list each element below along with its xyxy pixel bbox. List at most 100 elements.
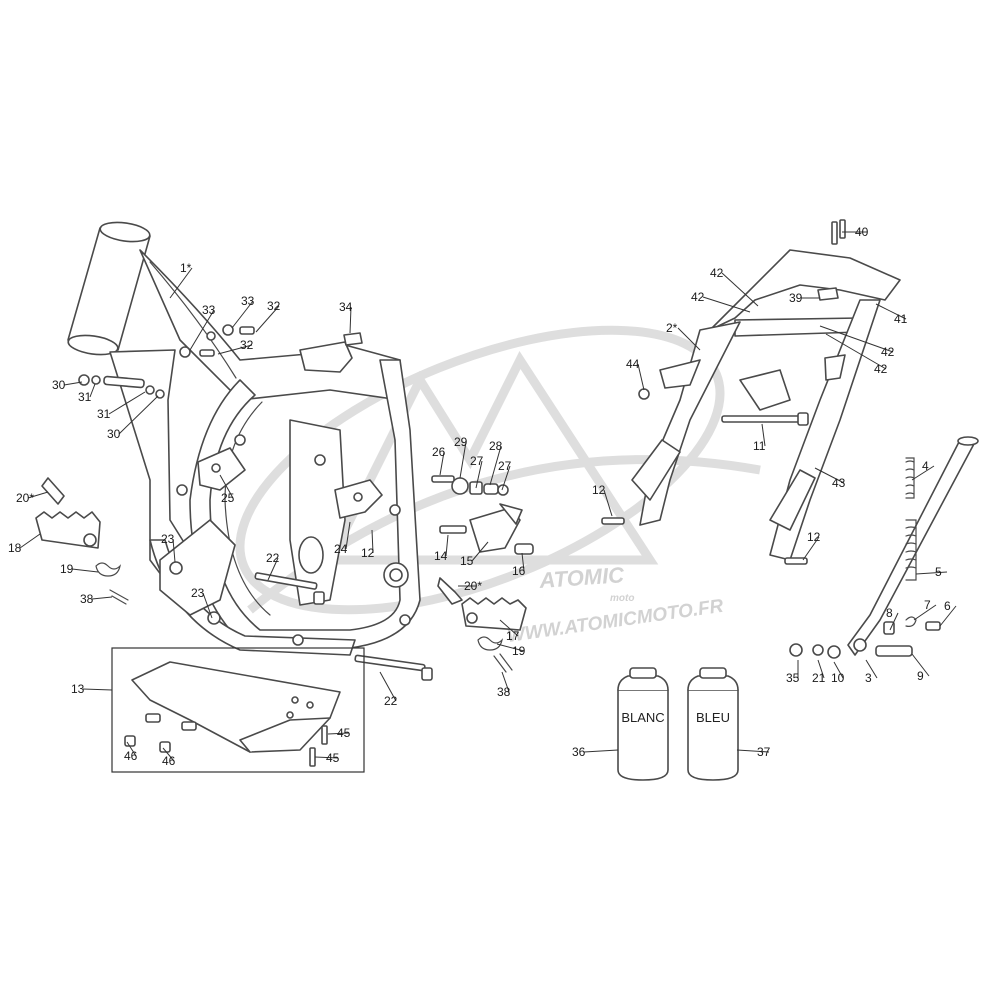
- callout-leader: [499, 619, 519, 637]
- callout-leader: [255, 305, 280, 333]
- callout-leader: [677, 327, 701, 351]
- callout-leader: [189, 309, 215, 351]
- callout-leader: [349, 306, 352, 334]
- side-stand-assembly: [789, 436, 979, 659]
- callout-leader: [345, 521, 351, 550]
- callout-leader: [82, 688, 113, 691]
- watermark-brand: ATOMIC: [538, 562, 626, 593]
- callout-leader: [889, 612, 899, 631]
- callout-leader: [833, 661, 844, 679]
- callout-leader: [172, 538, 176, 563]
- callout-leader: [314, 756, 339, 759]
- callout-number: 3: [865, 671, 872, 685]
- callout-leader: [91, 596, 113, 600]
- callout-number: 45: [326, 751, 340, 765]
- callout-leader: [875, 303, 907, 320]
- callout-number: 18: [8, 541, 22, 555]
- callout-number: 21: [812, 671, 826, 685]
- callout-number: 5: [935, 565, 942, 579]
- callout-number: 24: [334, 542, 348, 556]
- callout-number: 11: [753, 439, 766, 453]
- callout-leader: [471, 541, 489, 562]
- callout-leader: [231, 300, 254, 329]
- callout-leader: [217, 344, 253, 355]
- callout-number: 26: [432, 445, 446, 459]
- callout-number: 13: [71, 682, 85, 696]
- callout-leader: [219, 474, 234, 499]
- callout-leader: [496, 643, 525, 652]
- callout-leader: [379, 671, 397, 702]
- callout-number: 1*: [180, 261, 192, 275]
- callout-number: 41: [894, 312, 908, 326]
- paint-can-bleu-label: BLEU: [696, 710, 730, 725]
- callout-number: 8: [886, 606, 893, 620]
- callout-leader: [939, 605, 957, 627]
- callout-number: 7: [924, 598, 931, 612]
- callout-leader: [521, 552, 525, 572]
- callout-number: 2*: [666, 321, 678, 335]
- callout-leader: [913, 604, 937, 621]
- callout-number: 42: [874, 362, 888, 376]
- callout-leader: [915, 571, 948, 575]
- callout-number: 12: [592, 483, 606, 497]
- callout-number: 38: [497, 685, 511, 699]
- watermark-sub: moto: [610, 593, 634, 604]
- callout-number: 34: [339, 300, 353, 314]
- callout-number: 36: [572, 745, 586, 759]
- paint-can-bleu: BLEU: [687, 667, 739, 781]
- callout-leader: [583, 749, 619, 753]
- callout-leader: [162, 747, 175, 762]
- callout-number: 30: [52, 378, 66, 392]
- callout-number: 22: [266, 551, 280, 565]
- callout-number: 32: [267, 299, 281, 313]
- callout-number: 30: [107, 427, 121, 441]
- callout-number: 27: [498, 459, 512, 473]
- callout-number: 27: [470, 454, 484, 468]
- subframe: [601, 219, 901, 565]
- callout-leader: [108, 391, 146, 415]
- paint-can-blanc: BLANC: [617, 667, 669, 781]
- frame-hardware: [78, 324, 363, 399]
- callout-leader: [71, 568, 99, 573]
- callout-leader: [267, 557, 279, 581]
- callout-number: 43: [832, 476, 846, 490]
- callout-leader: [371, 529, 374, 554]
- callout-number: 31: [78, 390, 92, 404]
- callout-number: 42: [691, 290, 705, 304]
- callout-leader: [489, 445, 502, 486]
- callout-number: 4: [922, 459, 929, 473]
- callout-leader: [814, 467, 845, 484]
- callout-number: 15: [460, 554, 474, 568]
- callout-leader: [126, 741, 137, 757]
- long-bolts: [254, 572, 433, 681]
- callout-leader: [439, 451, 445, 476]
- right-footpeg-assembly: [461, 597, 527, 673]
- callout-number: 14: [434, 549, 448, 563]
- callout-number: 42: [881, 345, 895, 359]
- callout-leader: [603, 489, 613, 517]
- callout-leader: [27, 491, 49, 499]
- callout-leader: [169, 267, 193, 299]
- callout-number: 33: [241, 294, 255, 308]
- callout-number: 39: [789, 291, 803, 305]
- callout-number: 25: [221, 491, 235, 505]
- paint-cans: BLANC BLEU: [617, 667, 739, 781]
- callout-leader: [825, 333, 887, 370]
- callout-leader: [501, 671, 510, 693]
- callout-leader: [817, 659, 825, 679]
- callout-number: 32: [240, 338, 254, 352]
- callout-number: 22: [384, 694, 398, 708]
- callout-leader: [459, 441, 467, 479]
- callout-number: 23: [161, 532, 175, 546]
- callout-leader: [911, 653, 930, 677]
- callout-leader: [702, 296, 751, 313]
- callout-number: 16: [512, 564, 526, 578]
- callout-number: 17: [506, 629, 520, 643]
- callout-leader: [475, 460, 483, 489]
- callout-number: 44: [626, 357, 640, 371]
- callout-leader: [736, 749, 770, 753]
- callout-number: 10: [831, 671, 845, 685]
- callout-leader: [637, 363, 645, 391]
